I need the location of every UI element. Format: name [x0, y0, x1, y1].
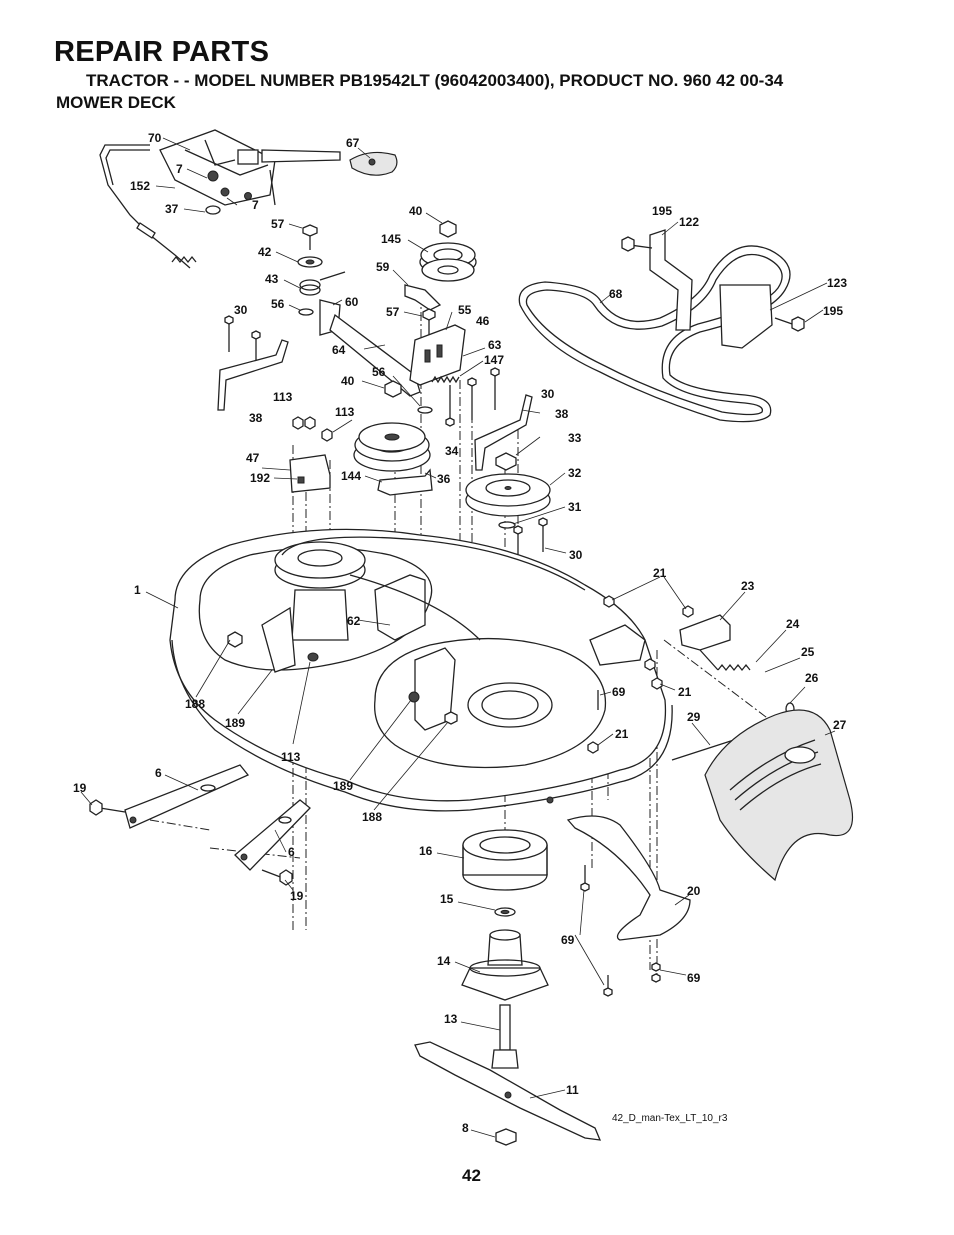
- callout-label: 40: [409, 204, 423, 218]
- callout-label: 64: [332, 343, 346, 357]
- callout-label: 31: [568, 500, 582, 514]
- leader-lines: [80, 137, 836, 1138]
- callout-label: 192: [250, 471, 270, 485]
- callout-label: 21: [615, 727, 629, 741]
- right-hardware: [465, 367, 551, 562]
- callout-label: 188: [362, 810, 382, 824]
- callout-label: 188: [185, 697, 205, 711]
- idler-stack-upper: [297, 220, 477, 427]
- callout-label: 30: [541, 387, 555, 401]
- section-title: MOWER DECK: [56, 93, 176, 112]
- callout-label: 20: [687, 884, 701, 898]
- callout-label: 19: [73, 781, 87, 795]
- callout-label: 189: [225, 716, 245, 730]
- callout-label: 6: [288, 845, 295, 859]
- callout-label: 25: [801, 645, 815, 659]
- spindle-assembly: [414, 829, 602, 1146]
- callout-label: 59: [376, 260, 390, 274]
- callout-label: 38: [555, 407, 569, 421]
- callout-label: 113: [335, 405, 355, 419]
- callout-label: 42: [258, 245, 272, 259]
- mower-deck: [169, 528, 673, 812]
- callout-label: 30: [234, 303, 248, 317]
- callout-label: 30: [569, 548, 583, 562]
- callout-label: 69: [561, 933, 575, 947]
- gauge-wheel-brackets: [89, 764, 311, 886]
- callout-label: 152: [130, 179, 150, 193]
- left-hardware: [217, 315, 333, 493]
- idler-pulley-lower: [353, 422, 433, 496]
- callout-label: 6: [155, 766, 162, 780]
- callout-label: 195: [823, 304, 843, 318]
- callout-label: 33: [568, 431, 582, 445]
- callout-label: 32: [568, 466, 582, 480]
- callout-label: 13: [444, 1012, 458, 1026]
- callout-label: 123: [827, 276, 847, 290]
- callout-label: 37: [165, 202, 179, 216]
- callout-label: 21: [678, 685, 692, 699]
- discharge-area-parts: [566, 595, 854, 997]
- callout-label: 69: [612, 685, 626, 699]
- callout-label: 43: [265, 272, 279, 286]
- callout-label: 36: [437, 472, 451, 486]
- cable: [99, 144, 197, 269]
- key-tag: [349, 151, 398, 176]
- callout-label: 56: [372, 365, 386, 379]
- callout-label: 147: [484, 353, 504, 367]
- callout-label: 47: [246, 451, 260, 465]
- callout-label: 29: [687, 710, 701, 724]
- callout-label: 23: [741, 579, 755, 593]
- callout-label: 195: [652, 204, 672, 218]
- model-subtitle: TRACTOR - - MODEL NUMBER PB19542LT (9604…: [86, 71, 784, 90]
- lift-lever-assembly: [159, 129, 341, 215]
- callout-label: 60: [345, 295, 359, 309]
- callout-labels: 70 67 7 152 7 37 40 195 122 57 145 42 59…: [73, 131, 847, 1135]
- callout-label: 21: [653, 566, 667, 580]
- callout-label: 26: [805, 671, 819, 685]
- callout-label: 14: [437, 954, 451, 968]
- callout-label: 122: [679, 215, 699, 229]
- callout-label: 40: [341, 374, 355, 388]
- callout-label: 27: [833, 718, 847, 732]
- callout-label: 55: [458, 303, 472, 317]
- page-number: 42: [462, 1166, 481, 1185]
- callout-label: 34: [445, 444, 459, 458]
- callout-label: 16: [419, 844, 433, 858]
- callout-label: 145: [381, 232, 401, 246]
- callout-label: 113: [273, 390, 293, 404]
- drawing-id: 42_D_man-Tex_LT_10_r3: [612, 1113, 728, 1124]
- callout-label: 8: [462, 1121, 469, 1135]
- callout-label: 144: [341, 469, 361, 483]
- callout-label: 1: [134, 583, 141, 597]
- callout-label: 46: [476, 314, 490, 328]
- callout-label: 38: [249, 411, 263, 425]
- callout-label: 69: [687, 971, 701, 985]
- page-title: REPAIR PARTS: [54, 36, 270, 68]
- callout-label: 57: [386, 305, 400, 319]
- callout-label: 24: [786, 617, 800, 631]
- callout-label: 62: [347, 614, 361, 628]
- callout-label: 70: [148, 131, 162, 145]
- callout-label: 68: [609, 287, 623, 301]
- callout-label: 19: [290, 889, 304, 903]
- callout-label: 7: [176, 162, 183, 176]
- callout-label: 57: [271, 217, 285, 231]
- callout-label: 7: [252, 198, 259, 212]
- callout-label: 15: [440, 892, 454, 906]
- callout-label: 113: [281, 750, 301, 764]
- callout-label: 189: [333, 779, 353, 793]
- belt-guides: [621, 229, 805, 349]
- callout-label: 63: [488, 338, 502, 352]
- callout-label: 67: [346, 136, 360, 150]
- callout-label: 11: [566, 1083, 579, 1097]
- callout-label: 56: [271, 297, 285, 311]
